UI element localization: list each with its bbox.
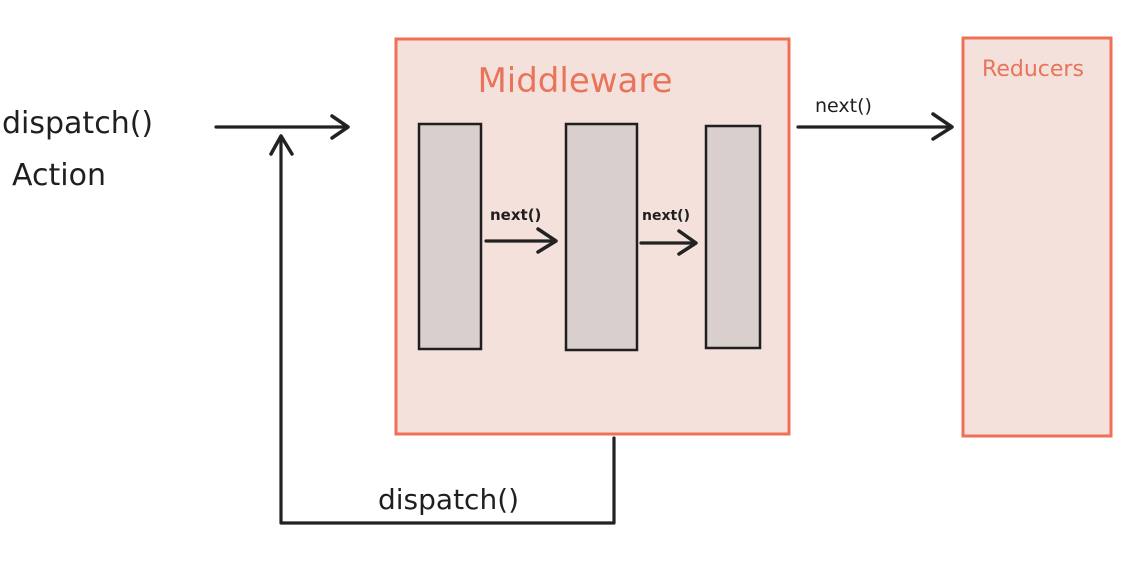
middleware-block-3: [704, 124, 762, 350]
inner-next-label-1: next(): [490, 206, 541, 224]
next-to-reducers-label: next(): [815, 95, 872, 117]
entry-action-label: Action: [12, 158, 106, 193]
entry-arrow: [214, 114, 350, 140]
reducers-title: Reducers: [982, 57, 1084, 82]
dispatch-loop-arrow: [269, 134, 616, 525]
inner-next-label-2: next(): [642, 208, 690, 224]
next-to-reducers-arrow: [796, 112, 954, 141]
middleware-title: Middleware: [477, 61, 672, 101]
middleware-block-2: [564, 122, 639, 352]
loop-dispatch-label: dispatch(): [378, 483, 519, 516]
middleware-block-1: [417, 122, 483, 351]
inner-next-arrow-2: [639, 229, 698, 256]
entry-dispatch-label: dispatch(): [2, 106, 153, 141]
inner-next-arrow-1: [484, 227, 558, 254]
reducers-box: [961, 36, 1113, 438]
